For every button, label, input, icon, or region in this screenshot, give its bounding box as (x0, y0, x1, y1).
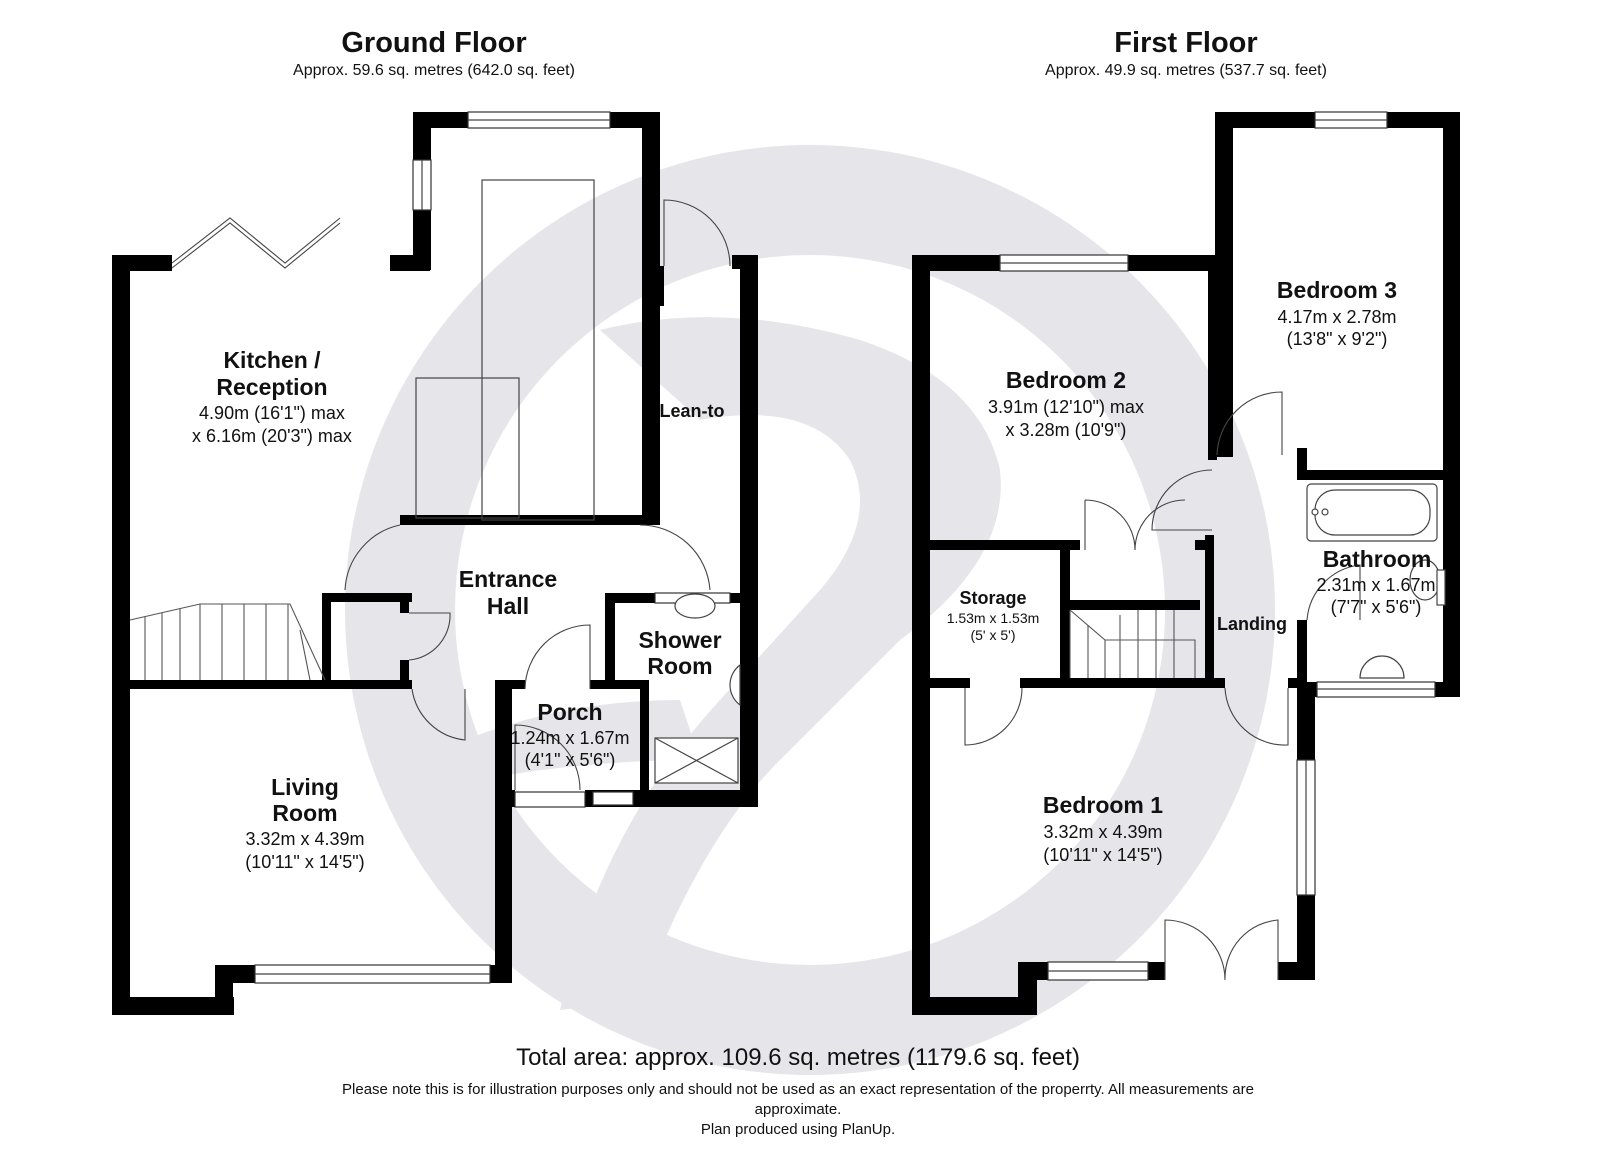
room-dimensions: 3.91m (12'10") max (988, 397, 1144, 417)
room-dimensions: 1.53m x 1.53m (947, 610, 1040, 626)
first-floor-title: First Floor (1114, 27, 1257, 59)
room-dimensions: 2.31m x 1.67m (1316, 575, 1435, 595)
room-name: Room (647, 653, 712, 679)
room-name: Bedroom 2 (1006, 367, 1126, 393)
room-name: Entrance (459, 566, 557, 592)
room-dimensions: 3.32m x 4.39m (245, 829, 364, 849)
room-name: Room (272, 800, 337, 826)
room-name: Reception (216, 374, 327, 400)
room-dimensions: 4.90m (16'1") max (199, 403, 345, 423)
room-name: Living (271, 774, 339, 800)
room-entrance-hall: Entrance Hall (459, 566, 557, 619)
total-area: Total area: approx. 109.6 sq. metres (11… (516, 1044, 1080, 1071)
room-storage: Storage 1.53m x 1.53m (5' x 5') (947, 588, 1040, 643)
room-dimensions: (5' x 5') (970, 627, 1015, 643)
room-living-room: Living Room 3.32m x 4.39m (10'11" x 14'5… (245, 774, 364, 872)
room-name: Bathroom (1323, 546, 1432, 572)
ground-floor-stairs (129, 603, 326, 681)
room-name: Lean-to (660, 401, 725, 421)
room-name: Bedroom 1 (1043, 792, 1163, 818)
room-dimensions: (10'11" x 14'5") (245, 852, 364, 872)
room-shower-room: Shower Room (638, 627, 721, 679)
ground-floor-title: Ground Floor (341, 27, 526, 59)
room-dimensions: 4.17m x 2.78m (1277, 307, 1396, 327)
room-bedroom-3: Bedroom 3 4.17m x 2.78m (13'8" x 9'2") (1277, 277, 1397, 349)
room-name: Bedroom 3 (1277, 277, 1397, 303)
room-dimensions: 3.32m x 4.39m (1043, 822, 1162, 842)
room-lean-to: Lean-to (660, 401, 725, 421)
room-name: Landing (1217, 614, 1287, 634)
room-dimensions: (10'11" x 14'5") (1043, 845, 1162, 865)
room-dimensions: 1.24m x 1.67m (510, 728, 629, 748)
room-landing: Landing (1217, 614, 1287, 634)
ground-floor-plan (112, 111, 758, 1015)
room-porch: Porch 1.24m x 1.67m (4'1" x 5'6") (510, 699, 629, 770)
first-floor-stairs (1069, 609, 1196, 678)
room-name: Shower (638, 627, 721, 653)
room-dimensions: (13'8" x 9'2") (1287, 329, 1388, 349)
first-floor-area: Approx. 49.9 sq. metres (537.7 sq. feet) (1045, 62, 1327, 79)
room-name: Porch (537, 699, 602, 725)
room-name: Storage (959, 588, 1026, 608)
disclaimer-line: Please note this is for illustration pur… (342, 1081, 1254, 1098)
room-dimensions: x 3.28m (10'9") (1006, 420, 1127, 440)
first-floor-plan (912, 111, 1460, 1015)
room-bedroom-1: Bedroom 1 3.32m x 4.39m (10'11" x 14'5") (1043, 792, 1163, 865)
room-dimensions: (7'7" x 5'6") (1331, 597, 1422, 617)
room-name: Hall (487, 593, 529, 619)
watermark-logo (345, 145, 1275, 1075)
plan-credit: Plan produced using PlanUp. (701, 1121, 895, 1138)
room-dimensions: (4'1" x 5'6") (525, 750, 616, 770)
room-name: Kitchen / (223, 347, 321, 373)
room-kitchen-reception: Kitchen / Reception 4.90m (16'1") max x … (192, 347, 352, 446)
room-dimensions: x 6.16m (20'3") max (192, 426, 352, 446)
disclaimer-line: approximate. (755, 1101, 842, 1118)
room-bathroom: Bathroom 2.31m x 1.67m (7'7" x 5'6") (1316, 546, 1435, 617)
ground-floor-area: Approx. 59.6 sq. metres (642.0 sq. feet) (293, 62, 575, 79)
room-bedroom-2: Bedroom 2 3.91m (12'10") max x 3.28m (10… (988, 367, 1144, 440)
